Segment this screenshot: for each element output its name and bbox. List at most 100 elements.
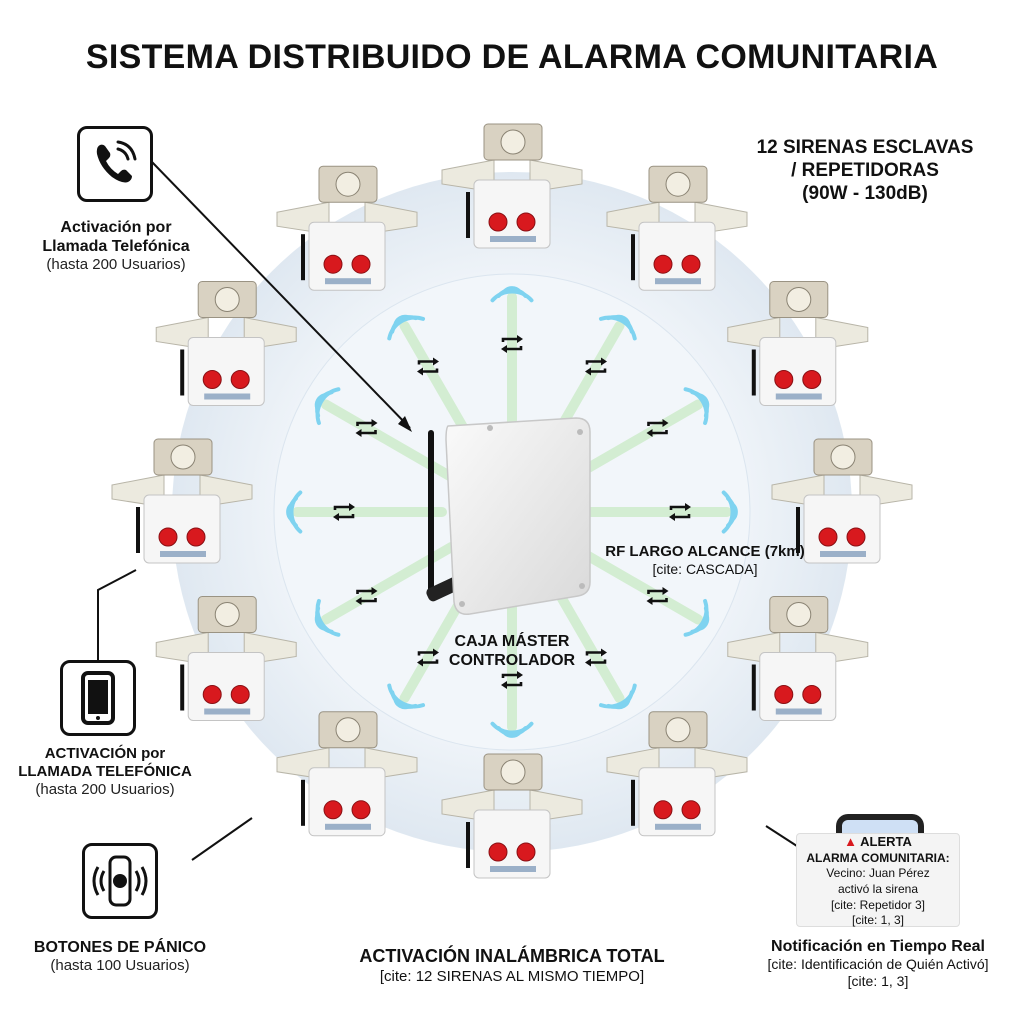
box-screw [459, 601, 465, 607]
brand-plate [325, 823, 371, 830]
brand-plate [490, 866, 536, 872]
mobile-connector-line [97, 569, 137, 660]
siren-repeater [771, 438, 913, 564]
control-box [759, 652, 837, 721]
box-screw [577, 429, 583, 435]
speaker-cone [830, 444, 856, 470]
brand-plate [775, 393, 822, 400]
wifi-signal-icon [314, 387, 341, 426]
siren-repeater [155, 596, 297, 721]
mobile-activation-line1: ACTIVACIÓN por [44, 745, 166, 762]
control-box [473, 809, 551, 879]
siren-red-button [230, 370, 250, 389]
control-box [143, 494, 221, 564]
speaker-cone [665, 717, 691, 743]
wireless-label: ACTIVACIÓN INALÁMBRICA TOTAL [cite: 12 S… [330, 946, 694, 986]
siren-red-button [488, 842, 508, 862]
speaker-cone [214, 602, 240, 627]
wifi-signal-icon [598, 314, 637, 341]
repeat-icon [646, 587, 669, 605]
siren-red-button [774, 685, 794, 704]
control-box [759, 337, 837, 406]
panic-buttons-line1: BOTONES DE PÁNICO [33, 939, 207, 956]
signal-ray [567, 399, 704, 482]
alert-line3: activó la sirena [837, 882, 919, 897]
speaker-cone [214, 287, 240, 312]
phone-call-icon [96, 140, 137, 183]
phone-activation-icon-box[interactable] [77, 126, 153, 202]
brand-plate [655, 823, 701, 830]
master-controller-box [426, 417, 591, 615]
speaker-cone [170, 444, 196, 470]
repeat-icon [501, 335, 523, 353]
phone-activation-line3: (hasta 200 Usuarios) [46, 256, 186, 274]
rf-label-line2: [cite: CASCADA] [652, 561, 758, 577]
siren-repeater [276, 165, 418, 291]
box-body [445, 417, 591, 615]
siren-repeater [276, 711, 418, 837]
brand-plate [325, 278, 371, 285]
wifi-signal-icon [314, 598, 341, 637]
wifi-signal-icon [387, 683, 426, 710]
siren-red-button [818, 527, 838, 547]
siren-red-button [681, 800, 701, 820]
master-label-line1: CAJA MÁSTER [454, 633, 570, 650]
siren-antenna [180, 664, 185, 711]
siren-red-button [186, 527, 206, 547]
phone-activation-label: Activación por Llamada Telefónica (hasta… [16, 218, 216, 274]
sirens-label: 12 SIRENAS ESCLAVAS / REPETIDORAS (90W -… [735, 137, 995, 205]
mobile-activation-label: ACTIVACIÓN por LLAMADA TELEFÓNICA (hasta… [10, 745, 200, 799]
repeat-icon [585, 648, 607, 667]
repeat-icon [333, 503, 355, 521]
brand-plate [160, 551, 206, 557]
siren-red-button [323, 800, 343, 820]
alert-line5: [cite: 1, 3] [851, 913, 905, 928]
siren-red-button [230, 685, 250, 704]
speaker-cone [665, 171, 691, 197]
alert-line1: ALARMA COMUNITARIA: [806, 850, 950, 865]
siren-red-button [653, 254, 673, 274]
siren-repeater [441, 753, 583, 879]
smartphone-icon [81, 671, 115, 725]
alert-notification-card[interactable]: ▲ ALERTA ALARMA COMUNITARIA: Vecino: Jua… [796, 833, 960, 927]
control-box [187, 337, 265, 406]
sirens-label-line1: 12 SIRENAS ESCLAVAS [756, 137, 974, 158]
phone-connector-arrow [398, 416, 412, 432]
siren-red-button [202, 370, 222, 389]
siren-antenna [301, 779, 305, 826]
master-label-line2: CONTROLADOR [448, 652, 576, 670]
siren-antenna [631, 234, 635, 281]
siren-red-button [774, 370, 794, 389]
speaker-cone [500, 759, 526, 785]
phone-activation-line2: Llamada Telefónica [42, 238, 190, 256]
wifi-signal-icon [387, 314, 426, 341]
siren-red-button [351, 800, 371, 820]
siren-red-button [516, 842, 536, 862]
alert-header-text: ALERTA [860, 834, 912, 849]
siren-red-button [351, 254, 371, 274]
mobile-activation-icon-box[interactable] [60, 660, 136, 736]
speaker-cone [786, 602, 812, 627]
panic-buttons-line2: (hasta 100 Usuarios) [50, 957, 190, 975]
brand-plate [204, 708, 251, 715]
signal-ray [567, 542, 704, 625]
control-box [308, 221, 386, 291]
control-box [638, 767, 716, 837]
siren-repeater [155, 281, 297, 406]
brand-plate [655, 278, 701, 285]
brand-plate [775, 708, 822, 715]
notification-line3: [cite: 1, 3] [847, 972, 909, 989]
notification-connector-line [765, 825, 801, 849]
siren-repeater [606, 165, 748, 291]
repeat-icon [417, 357, 439, 376]
wifi-signal-icon [286, 490, 303, 534]
panic-button-icon-box[interactable] [82, 843, 158, 919]
siren-red-button [653, 800, 673, 820]
wifi-signal-icon [721, 490, 738, 534]
sirens-label-line3: (90W - 130dB) [802, 182, 928, 204]
siren-repeater [727, 281, 869, 406]
repeat-icon [355, 587, 378, 605]
siren-antenna [751, 664, 756, 711]
repeat-icon [646, 419, 669, 437]
